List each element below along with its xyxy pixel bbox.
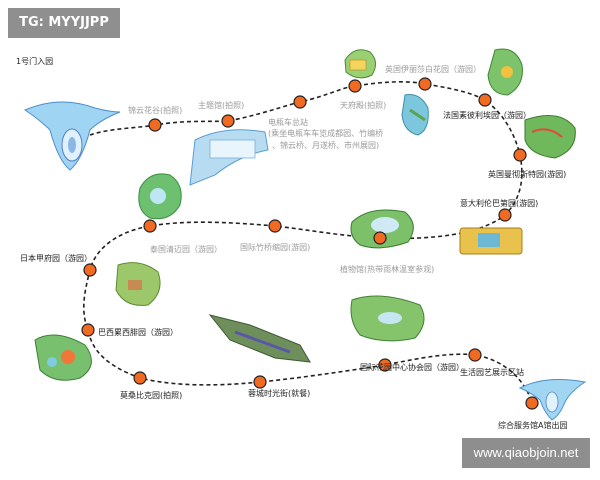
stop-marker <box>268 219 282 233</box>
label-jinyun: 锦云花谷(拍照) <box>128 105 182 115</box>
stop-marker <box>525 396 539 410</box>
brazil-garden-icon <box>34 334 92 381</box>
stop-marker <box>143 219 157 233</box>
label-italy: 意大利伦巴第园(游园) <box>460 198 538 208</box>
route-stops <box>81 77 539 410</box>
label-dianping: 电瓶车总站 <box>268 117 308 127</box>
gate1-gateway-icon <box>23 101 121 171</box>
label-life: 生活园艺展示区站 <box>460 367 524 377</box>
stop-marker <box>373 231 387 245</box>
label-france: 法国素彼利埃园（游园） <box>443 110 531 120</box>
rongcheng-street-icon <box>208 314 311 363</box>
stop-marker <box>83 263 97 277</box>
label-japan: 日本甲府园（游园） <box>20 253 92 263</box>
label-plant: 植物馆(热带雨林温室参观) <box>340 264 434 274</box>
stop-marker <box>221 114 235 128</box>
route-path <box>82 81 533 404</box>
england-garden-icon <box>487 48 523 96</box>
stop-marker <box>418 77 432 91</box>
stop-marker <box>81 323 95 337</box>
stop-marker <box>468 348 482 362</box>
label-intl-center: 国际花园中心协会园（游园） <box>360 362 464 372</box>
italy-garden-icon <box>459 227 523 255</box>
label-brazil: 巴西累西腓园（游园） <box>98 327 178 337</box>
watermark: www.qiaobjoin.net <box>462 438 590 468</box>
france-garden-icon <box>401 94 429 136</box>
label-zhuti: 主题馆(拍照) <box>198 100 244 110</box>
theme-hall-icon <box>189 129 269 186</box>
label-rongcheng: 蓉城时光街(就餐) <box>248 388 310 398</box>
label-dianping-note1: (乘坐电瓶车车览成都园、竹编桥 <box>268 128 383 138</box>
label-gate1: 1号门入园 <box>16 56 53 66</box>
label-england-man: 英国曼彻斯特园(游园) <box>488 169 566 179</box>
label-thai: 泰国清迈园（游园） <box>150 244 222 254</box>
stop-marker <box>148 118 162 132</box>
flower-valley-icon <box>138 173 182 220</box>
label-dianping-note2: 、锦云桥、月遂桥、市州展园) <box>272 140 379 150</box>
label-mozambique: 莫桑比克园(拍照) <box>120 390 182 400</box>
manchester-garden-icon <box>524 115 576 159</box>
plant-hall-icon <box>350 209 414 249</box>
stop-marker <box>498 208 512 222</box>
stop-marker <box>348 79 362 93</box>
intl-garden-center-icon <box>350 295 425 342</box>
label-bamboo: 国际竹桥缩园(游园) <box>240 242 310 252</box>
tg-tag: TG: MYYJJPP <box>8 8 120 38</box>
thai-garden-icon <box>115 262 161 306</box>
label-england-eliz: 英国伊丽莎白花园（游园） <box>385 64 481 74</box>
tianfu-hall-icon <box>344 49 376 79</box>
stop-marker <box>478 93 492 107</box>
stop-marker <box>293 95 307 109</box>
label-tianfu: 天府殿(拍照) <box>340 100 386 110</box>
stop-marker <box>133 371 147 385</box>
stop-marker <box>253 375 267 389</box>
stop-marker <box>378 358 392 372</box>
exit-hall-icon <box>518 379 587 421</box>
label-exit: 综合服务馆A馆出园 <box>498 420 567 430</box>
stop-marker <box>513 148 527 162</box>
